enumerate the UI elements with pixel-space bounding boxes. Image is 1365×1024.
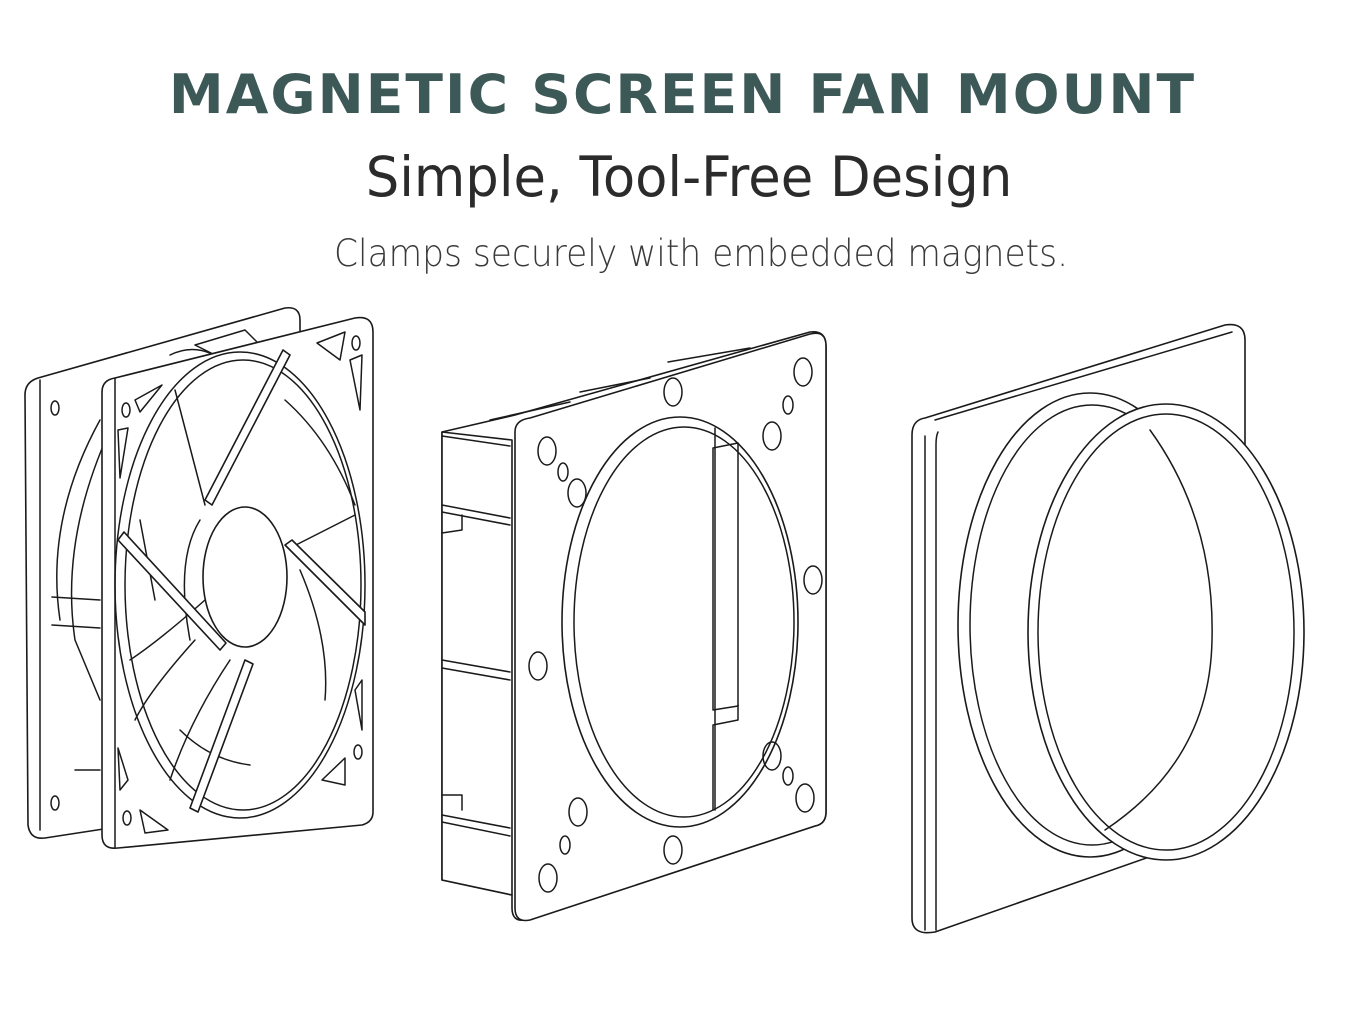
- fan-illustration: [24, 306, 374, 850]
- page-tagline: Clamps securely with embedded magnets.: [333, 232, 1069, 275]
- page-subtitle: Simple, Tool-Free Design: [365, 145, 1013, 209]
- adapter-frame-illustration: [441, 330, 827, 922]
- page-title: MAGNETIC SCREEN FAN MOUNT: [168, 63, 1197, 126]
- product-illustration: [0, 290, 1365, 970]
- duct-plate-illustration: [911, 323, 1305, 934]
